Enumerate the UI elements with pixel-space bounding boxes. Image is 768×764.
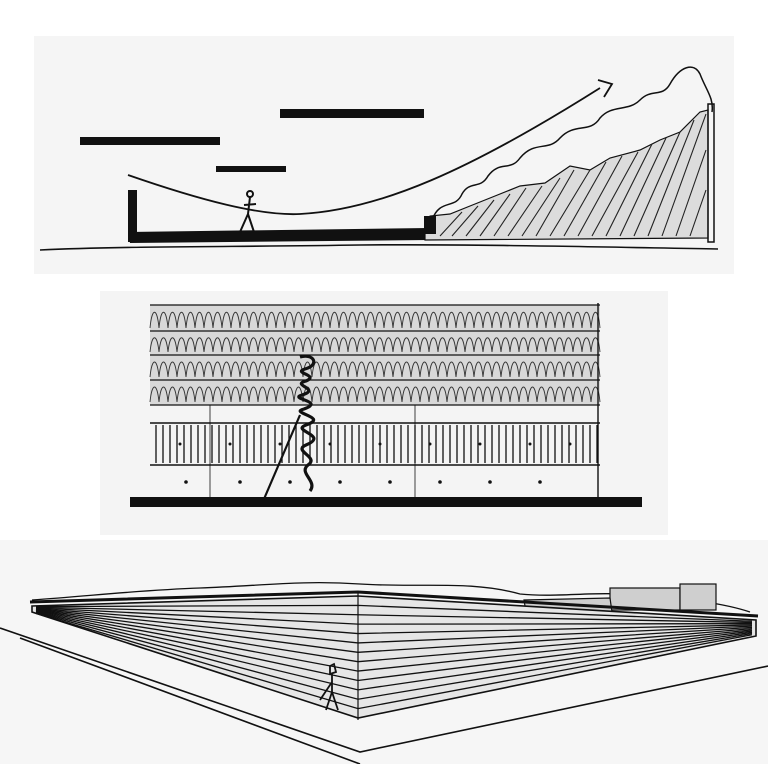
- wall-dot: [178, 442, 182, 446]
- wall-dot: [478, 442, 482, 446]
- wall-dot: [328, 442, 332, 446]
- base-slab: [130, 497, 642, 507]
- hatched-slope: [424, 109, 709, 241]
- person-figure-icon: [319, 662, 339, 711]
- scribbled-person-icon: [262, 354, 316, 500]
- foreground-edges: [0, 627, 768, 764]
- wall-dot: [528, 442, 532, 446]
- wall-dot: [428, 442, 432, 446]
- floating-slab-left: [80, 137, 220, 145]
- person-figure-icon: [239, 190, 257, 233]
- wall-dot: [568, 442, 572, 446]
- wall-dot: [378, 442, 382, 446]
- wall-scribble-row: [149, 311, 601, 329]
- elevation-sketch-panel: [0, 285, 768, 540]
- left-wall: [128, 190, 137, 242]
- stepped-plane: [29, 590, 759, 720]
- arrow-head-icon: [597, 79, 614, 98]
- wall-dot: [238, 480, 242, 484]
- wall-scribble-row: [149, 337, 601, 353]
- floor-slab: [128, 228, 430, 243]
- skyline-outline: [431, 66, 714, 221]
- wall-dot: [228, 442, 232, 446]
- wall-scribble-row: [149, 361, 601, 378]
- wall-dot: [338, 480, 342, 484]
- elevation-sketch: [100, 291, 668, 535]
- curve-arrow-line: [127, 87, 601, 216]
- textured-wall: [149, 304, 601, 406]
- wall-dot: [438, 480, 442, 484]
- section-sketch: [34, 36, 734, 274]
- section-sketch-panel: [0, 0, 768, 285]
- wall-dot: [184, 480, 188, 484]
- perspective-sketch: [0, 540, 768, 764]
- wall-dot: [388, 480, 392, 484]
- floating-slab-small: [216, 166, 286, 172]
- wall-scribble-row: [149, 386, 601, 403]
- floating-slab-top: [280, 109, 424, 118]
- wall-dot: [488, 480, 492, 484]
- step-block: [424, 216, 436, 234]
- ground-line: [39, 244, 719, 251]
- wall-dot: [538, 480, 542, 484]
- right-wall: [707, 103, 715, 243]
- wall-dot: [288, 480, 292, 484]
- perspective-sketch-panel: [0, 540, 768, 764]
- wall-dot: [278, 442, 282, 446]
